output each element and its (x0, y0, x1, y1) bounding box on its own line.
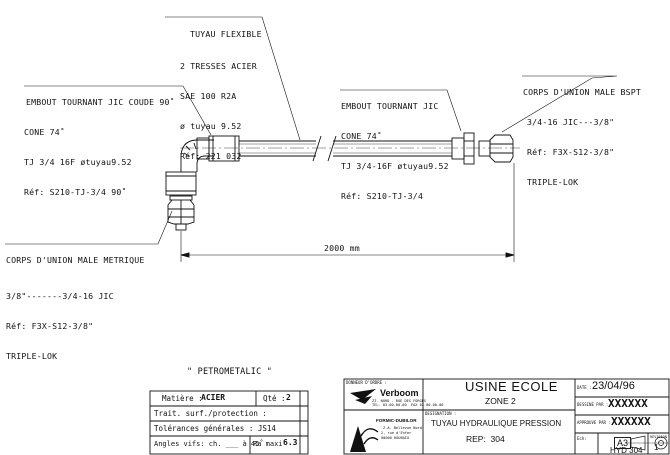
date-label: DATE : (577, 385, 592, 390)
company2-line: Z.A. Bellevue Nord (383, 426, 422, 430)
company1-name: Verboom (380, 388, 419, 398)
material-block-frame (149, 390, 309, 455)
matiere-label: Matière : (162, 394, 203, 403)
revision-label: REVISION (650, 435, 667, 439)
hose-line: 2 TRESSES ACIER (180, 61, 257, 71)
dessine-label: DESSINE PAR : (577, 402, 609, 407)
straight-fitting-line: CONE 74˚ (341, 131, 383, 141)
hose-line: Réf: 221 032 (180, 151, 242, 161)
date-value: 23/04/96 (592, 380, 635, 392)
straight-fitting-line: Réf: S210-TJ-3/4 (341, 191, 424, 201)
drawing-number: HYD 304 (610, 446, 643, 455)
qte-value: 2 (286, 393, 291, 402)
ra-label: Ra maxi (253, 440, 283, 448)
ra-value: 6.3 (283, 438, 298, 447)
rep: REP: 304 (466, 434, 505, 444)
brand-note: " PETROMETALIC " (187, 367, 273, 377)
revision-value: 1 (654, 443, 659, 452)
dessine-value: XXXXXX (608, 397, 648, 410)
length-dimension-label: 2000 mm (324, 243, 360, 253)
hose-title: TUYAU FLEXIBLE (190, 29, 262, 39)
male-metric-line: Réf: F3X-S12-3/8" (6, 321, 94, 331)
angles-label: Angles vifs: ch. ___ à 45˚ (154, 440, 264, 448)
straight-fitting-title: EMBOUT TOURNANT JIC (341, 101, 439, 111)
male-bspt-line: Réf: F3X-S12-3/8" (527, 147, 615, 157)
male-metric-line: TRIPLE-LOK (6, 351, 58, 361)
male-bspt-label: CORPS D'UNION MALE BSPT 3/4-16 JIC---3/8… (523, 67, 641, 197)
male-bspt-union-drawing (478, 134, 514, 163)
company1-line: TEL. 03.00.00.00 FAX 03.00.00.00 (372, 403, 444, 407)
approuve-value: XXXXXX (611, 415, 651, 428)
elbow-fitting-line: CONE 74˚ (24, 127, 66, 137)
male-metric-line: 3/8"-------3/4-16 JIC (6, 291, 114, 301)
approuve-label: APPROUVE PAR : (577, 420, 611, 425)
matiere-value: ACIER (201, 393, 226, 402)
donneur-label: DONNEUR D'ORDRE : (346, 380, 387, 385)
straight-fitting-drawing (451, 132, 475, 165)
male-metric-label: CORPS D'UNION MALE METRIQUE 3/8"-------3… (6, 235, 145, 371)
company2-name: FORMIC-DUBILOR (376, 418, 417, 423)
straight-fitting-label: EMBOUT TOURNANT JIC CONE 74˚ TJ 3/4-16F … (341, 81, 449, 211)
hose-line: ø tuyau 9.52 (180, 121, 242, 131)
verboom-logo (350, 389, 376, 404)
elbow-fitting-label: EMBOUT TOURNANT JIC COUDE 90˚ CONE 74˚ T… (24, 77, 175, 207)
elbow-fitting-drawing (165, 135, 240, 196)
elbow-fitting-title: EMBOUT TOURNANT JIC COUDE 90˚ (26, 97, 175, 107)
tolerances-label: Tolérances générales : JS14 (154, 424, 276, 433)
hose-line: SAE 100 R2A (180, 91, 237, 101)
treatment-label: Trait. surf./protection : (154, 409, 267, 418)
zone: ZONE 2 (485, 396, 516, 406)
qte-label: Qté : (263, 394, 286, 403)
designation: TUYAU HYDRAULIQUE PRESSION (431, 419, 562, 428)
hose-drawing (239, 135, 452, 162)
male-metric-title: CORPS D'UNION MALE METRIQUE (6, 255, 145, 265)
title-block-frame (343, 378, 670, 455)
formic-logo (350, 426, 379, 452)
male-metric-union-drawing (167, 195, 195, 231)
format: A3 (614, 437, 632, 449)
hose-label: TUYAU FLEXIBLE 2 TRESSES ACIER SAE 100 R… (180, 9, 262, 171)
company2-line: 00000 ROUBAIX (381, 436, 410, 440)
echelle-label: Ech: (577, 436, 587, 441)
straight-fitting-line: TJ 3/4-16F øtuyau9.52 (341, 161, 449, 171)
company1-line: ZI. NORD - RUE DES FORGES (372, 399, 427, 403)
site-title: USINE ECOLE (465, 379, 558, 394)
length-dimension (180, 163, 515, 262)
company2-line: 2, rue d'Enfer (381, 431, 412, 435)
male-bspt-title: CORPS D'UNION MALE BSPT (523, 87, 641, 97)
leader-lines (5, 16, 618, 245)
designation-label: DESIGNATION : (425, 411, 457, 416)
elbow-fitting-line: TJ 3/4 16F øtuyau9.52 (24, 157, 132, 167)
male-bspt-line: TRIPLE-LOK (527, 177, 579, 187)
male-bspt-line: 3/4-16 JIC---3/8" (527, 117, 615, 127)
elbow-fitting-line: Réf: S210-TJ-3/4 90˚ (24, 187, 127, 197)
